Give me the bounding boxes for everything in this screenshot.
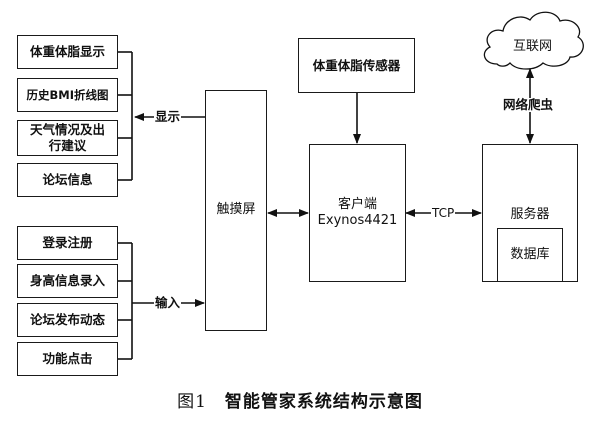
display-item-forum: 论坛信息 (17, 163, 118, 197)
figure-caption: 图1 智能管家系统结构示意图 (0, 387, 600, 412)
sensor-box: 体重体脂传感器 (298, 38, 415, 93)
touchscreen-box: 触摸屏 (205, 90, 267, 331)
internet-cloud-icon (483, 11, 584, 70)
server-label: 服务器 (510, 207, 550, 222)
display-item-weather: 天气情况及出行建议 (17, 120, 118, 156)
database-box: 数据库 (497, 228, 563, 282)
display-item-bmi-chart: 历史BMI折线图 (17, 78, 118, 112)
figure-title: 智能管家系统结构示意图 (224, 392, 423, 412)
input-item-forum-post: 论坛发布动态 (17, 303, 118, 337)
crawler-label: 网络爬虫 (502, 97, 555, 112)
client-name: 客户端 (337, 196, 377, 212)
input-item-click: 功能点击 (17, 342, 118, 376)
figure-number: 图1 (177, 392, 207, 412)
input-label: 输入 (154, 295, 182, 310)
input-item-height: 身高信息录入 (17, 264, 118, 298)
client-chip: Exynos4421 (317, 213, 398, 228)
display-item-weight-fat: 体重体脂显示 (17, 35, 118, 69)
internet-label: 互联网 (513, 39, 553, 54)
tcp-label: TCP (431, 206, 456, 220)
client-box: 客户端 Exynos4421 (309, 144, 406, 282)
display-label: 显示 (154, 109, 182, 124)
input-item-login: 登录注册 (17, 226, 118, 260)
